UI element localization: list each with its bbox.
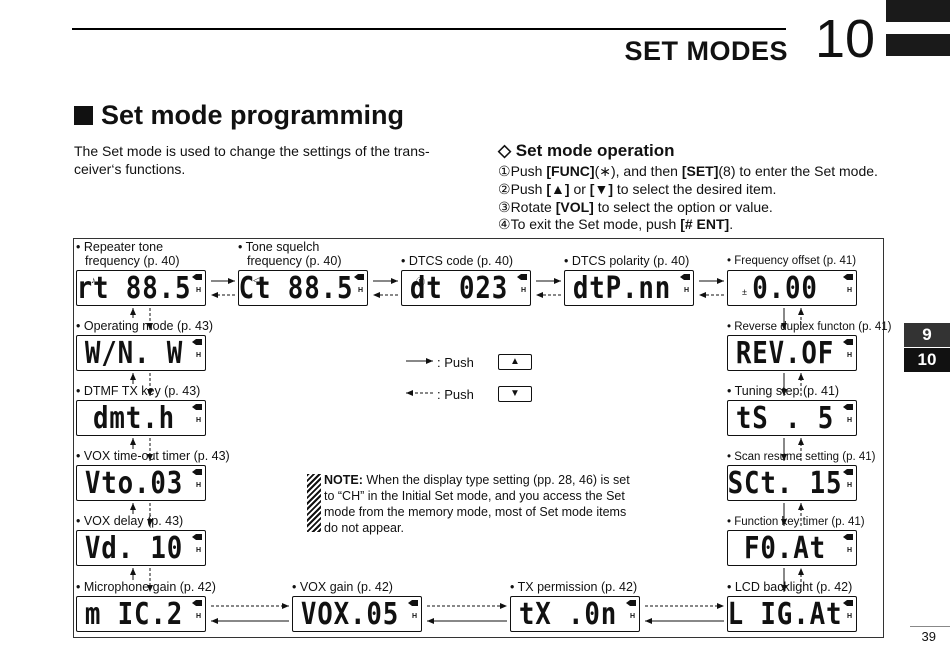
- header-bar-top: [886, 0, 950, 22]
- tx-permission-label: • TX permission (p. 42): [510, 580, 638, 594]
- down-key-icon: ▼: [498, 386, 532, 402]
- chapter-number: 10: [815, 9, 876, 69]
- note-text: When the display type setting (pp. 28, 4…: [324, 473, 630, 535]
- operation-title-text: Set mode operation: [515, 141, 675, 160]
- page-title: SET MODES: [624, 36, 788, 66]
- step-3: ③Rotate [VOL] to select the option or va…: [498, 199, 773, 215]
- operation-title: ◇ Set mode operation: [498, 141, 674, 161]
- note-hatch-icon: [307, 474, 321, 532]
- chapter-tab-9[interactable]: 9: [904, 323, 950, 347]
- header-rule: [72, 28, 786, 30]
- legend-push-down-label: : Push: [437, 387, 474, 402]
- repeater-tone-label: • Repeater tone frequency (p. 40): [76, 240, 180, 268]
- vox-delay-label: • VOX delay (p. 43): [76, 514, 184, 528]
- header-bar-bottom: [886, 34, 950, 56]
- note-label: NOTE:: [324, 473, 363, 487]
- intro-text: The Set mode is used to change the setti…: [74, 143, 430, 177]
- page-number-rule: [910, 626, 950, 627]
- step-2: ②Push [▲] or [▼] to select the desired i…: [498, 181, 777, 197]
- page-number: 39: [921, 629, 936, 644]
- dtcs-polarity-label: • DTCS polarity (p. 40): [564, 254, 690, 268]
- function-key-timer-label: • Function key timer (p. 41): [727, 516, 865, 528]
- up-key-icon: ▲: [498, 354, 532, 370]
- diamond-icon: ◇: [498, 141, 516, 160]
- lcd-backlight-label: • LCD backlight (p. 42): [727, 580, 853, 594]
- note: NOTE: When the display type setting (pp.…: [324, 472, 639, 536]
- dtcs-code-label: • DTCS code (p. 40): [401, 254, 514, 268]
- mic-gain-label: • Microphone gain (p. 42): [76, 580, 216, 594]
- tone-squelch-label: • Tone squelch frequency (p. 40): [238, 240, 342, 268]
- frequency-offset-label: • Frequency offset (p. 41): [727, 255, 857, 267]
- set-mode-diagram: [73, 238, 884, 638]
- section-title: Set mode programming: [74, 100, 404, 131]
- scan-resume-label: • Scan resume setting (p. 41): [727, 451, 876, 463]
- operating-mode-label: • Operating mode (p. 43): [76, 319, 214, 333]
- dtmf-tx-key-label: • DTMF TX key (p. 43): [76, 384, 201, 398]
- section-title-text: Set mode programming: [101, 100, 405, 130]
- legend-push-up-label: : Push: [437, 355, 474, 370]
- step-1: ①Push [FUNC](∗), and then [SET](8) to en…: [498, 163, 878, 179]
- step-4: ④To exit the Set mode, push [# ENT].: [498, 216, 734, 232]
- chapter-tab-10[interactable]: 10: [904, 348, 950, 372]
- reverse-duplex-label: • Reverse duplex functon (p. 41): [727, 321, 892, 333]
- vox-gain-label: • VOX gain (p. 42): [292, 580, 393, 594]
- square-bullet-icon: [74, 106, 93, 125]
